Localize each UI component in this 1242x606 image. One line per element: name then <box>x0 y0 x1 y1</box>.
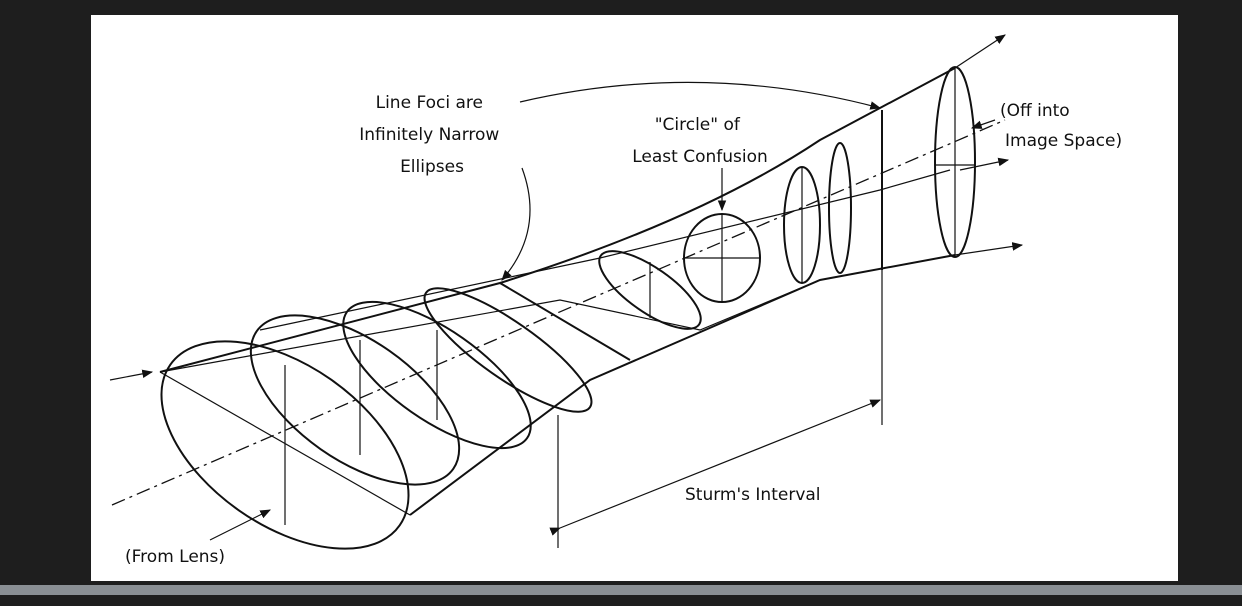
cross-section-7 <box>783 166 821 284</box>
leader-off-into <box>970 119 996 129</box>
cross-section-2 <box>249 314 461 486</box>
label-from-lens: (From Lens) <box>125 547 225 567</box>
line-focus-horizontal <box>499 282 631 361</box>
envelope-bottom <box>409 254 956 516</box>
label-sturms-interval: Sturm's Interval <box>685 485 821 505</box>
incoming-ray-arrow <box>109 369 154 381</box>
outgoing-ray-arrow-top <box>954 34 1006 69</box>
optical-axis <box>111 119 1006 506</box>
scrollbar-thumb[interactable] <box>0 585 1242 595</box>
cross-section-10 <box>934 66 976 258</box>
label-off-into-image-space: (Off into Image Space) <box>1000 101 1122 151</box>
outgoing-ray-arrow-mid <box>959 157 1010 171</box>
outgoing-ray-arrow-bottom <box>954 242 1024 256</box>
figure-canvas: Line Foci are Infinitely Narrow Ellipses… <box>91 15 1178 581</box>
circle-of-least-confusion <box>683 213 761 303</box>
envelope-mid <box>159 279 821 373</box>
leader-line-focus-vertical <box>519 81 882 110</box>
sturm-conoid-diagram: Line Foci are Infinitely Narrow Ellipses… <box>109 34 1122 567</box>
label-circle-least-confusion: "Circle" of Least Confusion <box>632 115 768 167</box>
cross-section-3 <box>342 300 532 450</box>
cross-section-8 <box>828 142 852 274</box>
cross-section-1 <box>159 340 411 550</box>
leader-from-lens <box>209 509 271 541</box>
cross-section-4 <box>423 287 593 413</box>
cross-section-5 <box>598 250 702 330</box>
horizontal-scrollbar[interactable] <box>0 581 1242 606</box>
label-line-foci: Line Foci are Infinitely Narrow Ellipses <box>359 93 504 177</box>
leader-line-focus-horizontal <box>501 167 531 281</box>
sturm-interval-dimension <box>549 399 882 536</box>
envelope-mid-top <box>259 169 951 331</box>
